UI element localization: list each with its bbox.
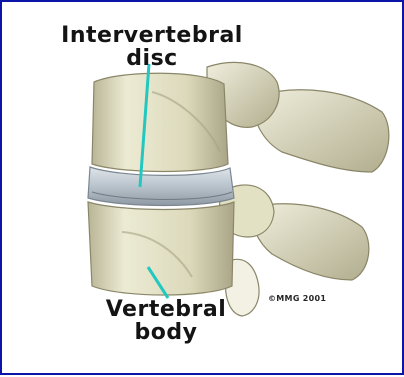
vertebral-body-label: Vertebral body — [86, 298, 246, 344]
lower-vertebral-body — [88, 202, 234, 295]
intervertebral-disc-label: Intervertebral disc — [42, 24, 262, 70]
upper-vertebral-body — [92, 73, 228, 171]
intervertebral-disc-label-line2: disc — [42, 47, 262, 70]
intervertebral-disc — [88, 167, 234, 206]
vertebral-body-label-line1: Vertebral — [86, 298, 246, 321]
vertebral-body-label-line2: body — [86, 321, 246, 344]
intervertebral-disc-label-line1: Intervertebral — [42, 24, 262, 47]
copyright-text: ©MMG 2001 — [268, 294, 358, 303]
